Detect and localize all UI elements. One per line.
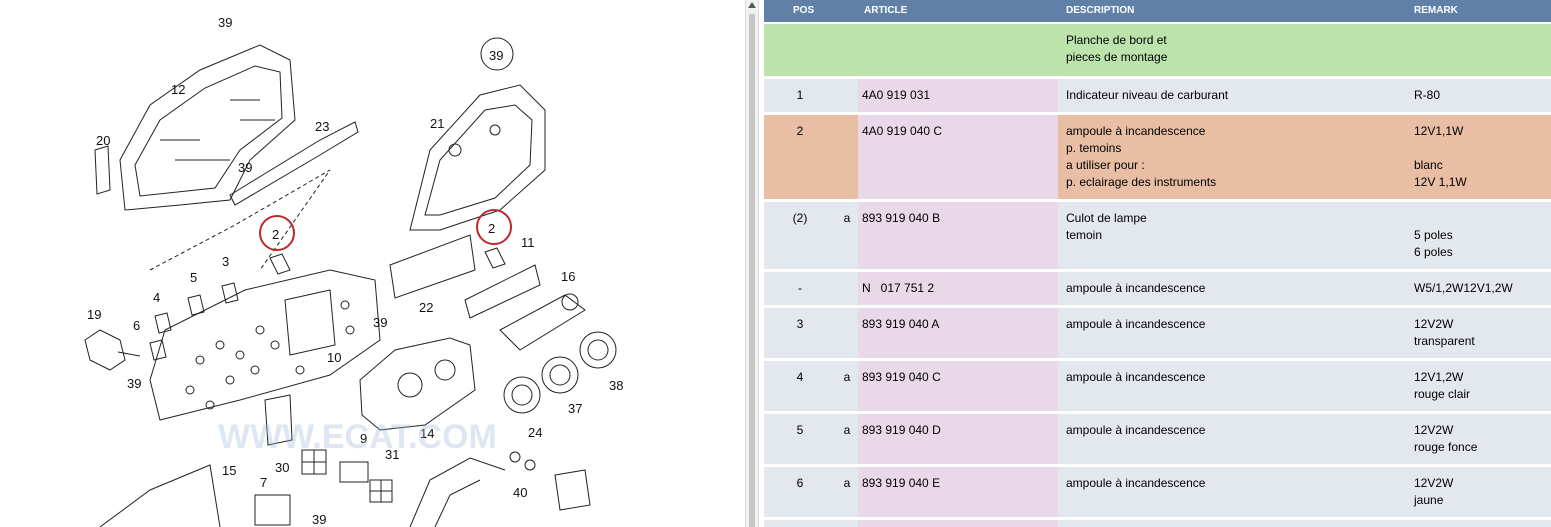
cell-sub: a [843,423,851,437]
callout-label: 19 [87,307,101,322]
cell-remark: 12V2W transparent [1414,317,1475,348]
cell-description: ampoule à incandescence [1066,317,1206,331]
callout-label: 2 [272,227,279,242]
cell-pos: - [798,281,802,295]
watermark: WWW.ECAT.COM [218,418,497,456]
cell-pos: 6 [796,476,804,490]
table-header: POS ARTICLE DESCRIPTION REMARK [764,0,1551,22]
cell-sub: a [843,211,851,225]
callout-label: 31 [385,447,399,462]
callout-label: 30 [275,460,289,475]
callout-label: 16 [561,269,575,284]
scroll-up-icon[interactable] [748,2,756,8]
cell-pos: 5 [796,423,804,437]
cell-article: 4A0 919 031 [862,88,931,102]
cell-article: 4A0 919 040 C [862,124,943,138]
cell-sub [836,272,858,305]
cell-sub [836,115,858,199]
cell-article: 893 919 040 D [862,423,941,437]
callout-label: 10 [327,350,341,365]
cell-description: ampoule à incandescence p. temoins a uti… [1066,124,1217,189]
callout-label: 39 [373,315,387,330]
callout-label: 38 [609,378,623,393]
callout-labels: 39 12 20 23 39 39 21 2 2 5 3 4 19 6 39 2… [87,15,623,527]
callout-ring-39 [480,37,514,71]
cell-remark: 5 poles 6 poles [1414,228,1453,259]
cell-sub: a [843,476,851,490]
table-row-group[interactable]: Planche de bord et pieces de montage [764,24,1551,76]
cell-description: Culot de lampe temoin [1066,211,1147,242]
callout-label: 12 [171,82,185,97]
callout-label: 11 [521,235,535,250]
highlight-rings [259,209,512,251]
callout-label: 22 [419,300,433,315]
callout-label: 14 [420,426,434,441]
callout-label: 9 [360,431,367,446]
header-pos: POS [793,5,815,16]
parts-table: POS ARTICLE DESCRIPTION REMARK Planche d… [764,0,1551,527]
cell-pos: (2) [792,211,808,225]
cell-remark: 12V1,2W rouge clair [1414,370,1471,401]
header-article: ARTICLE [864,5,908,16]
cell-description: ampoule à incandescence [1066,281,1206,295]
callout-label: 6 [133,318,140,333]
table-row[interactable]: 3 893 919 040 A ampoule à incandescence … [764,308,1551,358]
callout-label: 39 [218,15,232,30]
cell-article: 893 919 040 C [862,370,941,384]
cell-article: N 017 751 2 [862,281,935,295]
highlight-ring-2-left [259,215,295,251]
table-row[interactable]: 6 a 893 919 040 E ampoule à incandescenc… [764,467,1551,517]
cell-description: Planche de bord et pieces de montage [1066,33,1168,64]
cell-sub [836,308,858,358]
cell-sub: a [843,370,851,384]
callout-label: 21 [430,116,444,131]
cell-article: 893 919 040 B [862,211,941,225]
callout-label: 37 [568,401,582,416]
callout-label: 39 [312,512,326,527]
callout-label: 39 [127,376,141,391]
cell-remark: R-80 [1414,88,1441,102]
cell-remark: 12V2W jaune [1414,476,1454,507]
table-row[interactable]: 5 a 893 919 040 D ampoule à incandescenc… [764,414,1551,464]
cell-article: 893 919 040 E [862,476,941,490]
table-row[interactable]: (2) a 893 919 040 B Culot de lampe temoi… [764,202,1551,269]
callout-label: 24 [528,425,542,440]
callout-label: 3 [222,254,229,269]
callout-label: 20 [96,133,110,148]
table-row[interactable]: 1 4A0 919 031 Indicateur niveau de carbu… [764,79,1551,112]
cell-description: ampoule à incandescence [1066,476,1206,490]
table-row[interactable] [764,520,1551,527]
pane-splitter[interactable] [745,0,759,527]
callout-label: 15 [222,463,236,478]
header-description: DESCRIPTION [1066,5,1135,16]
callout-label: 4 [153,290,160,305]
cell-pos: 3 [796,317,804,331]
callout-label: 7 [260,475,267,490]
cell-remark: 12V2W rouge fonce [1414,423,1478,454]
cell-description: ampoule à incandescence [1066,423,1206,437]
cell-pos: 1 [796,88,804,102]
cell-description: ampoule à incandescence [1066,370,1206,384]
table-row[interactable]: - N 017 751 2 ampoule à incandescence W5… [764,272,1551,305]
callout-label: 2 [488,221,495,236]
cell-article: 893 919 040 A [862,317,940,331]
cell-description: Indicateur niveau de carburant [1066,88,1229,102]
table-row[interactable]: 4 a 893 919 040 C ampoule à incandescenc… [764,361,1551,411]
highlight-ring-2-right [476,209,512,245]
cell-pos: 2 [796,124,804,138]
table-row-highlighted[interactable]: 2 4A0 919 040 C ampoule à incandescence … [764,115,1551,199]
callout-label: 39 [489,48,503,63]
callout-label: 23 [315,119,329,134]
cell-remark: 12V1,1W blanc 12V 1,1W [1414,124,1467,189]
callout-label: 39 [238,160,252,175]
header-remark: REMARK [1414,5,1458,16]
cell-sub [836,79,858,112]
splitter-grip[interactable] [749,14,755,527]
callout-label: 40 [513,485,527,500]
exploded-parts-diagram[interactable]: 39 12 20 23 39 39 21 2 2 5 3 4 19 6 39 2… [0,0,745,527]
cell-remark: W5/1,2W12V1,2W [1414,281,1513,295]
cell-pos: 4 [796,370,804,384]
diagram-drawing: 39 12 20 23 39 39 21 2 2 5 3 4 19 6 39 2… [84,15,623,527]
callout-label: 5 [190,270,197,285]
